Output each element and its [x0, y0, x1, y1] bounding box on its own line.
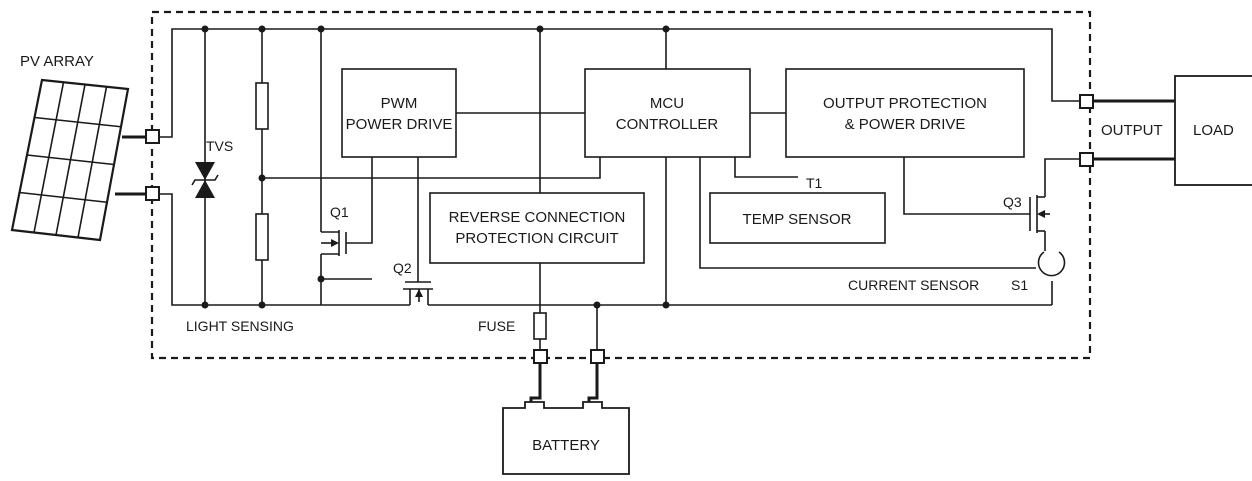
fuse-symbol	[533, 312, 547, 340]
q1-label: Q1	[330, 204, 349, 220]
current-sensor-label: CURRENT SENSOR	[848, 277, 979, 293]
light-sensing-label: LIGHT SENSING	[186, 318, 294, 334]
temp-sensor-label: TEMP SENSOR	[743, 211, 852, 228]
resistor-lower	[255, 213, 269, 261]
s1-label: S1	[1011, 277, 1028, 293]
tvs-label: TVS	[206, 138, 233, 154]
battery-positive-terminal	[533, 349, 548, 364]
output-negative-terminal	[1079, 152, 1094, 167]
pwm-label-line1: PWM	[381, 95, 418, 112]
output-label: OUTPUT	[1101, 122, 1163, 139]
q2-mosfet-symbol	[403, 281, 433, 305]
outprot-label-line2: & POWER DRIVE	[845, 116, 966, 133]
pv-array-label: PV ARRAY	[20, 53, 94, 70]
battery-label: BATTERY	[532, 437, 600, 454]
resistor-upper	[255, 82, 269, 130]
temp-sensor-block	[709, 192, 886, 244]
pwm-label-line2: POWER DRIVE	[346, 116, 453, 133]
mcu-label-line2: CONTROLLER	[616, 116, 719, 133]
output-protection-block	[785, 68, 1025, 158]
battery-body	[502, 401, 630, 475]
pv-positive-terminal	[145, 129, 160, 144]
t1-label: T1	[806, 175, 823, 191]
junction-dots	[201, 25, 670, 309]
output-positive-terminal	[1079, 94, 1094, 109]
outprot-label-line1: OUTPUT PROTECTION	[823, 95, 987, 112]
q3-mosfet-symbol	[1029, 195, 1050, 233]
fuse-label: FUSE	[478, 318, 515, 334]
q2-label: Q2	[393, 260, 412, 276]
mcu-label-line1: MCU	[650, 95, 684, 112]
reverse-label-line1: REVERSE CONNECTION	[449, 209, 626, 226]
q3-label: Q3	[1003, 194, 1022, 210]
pv-negative-terminal	[145, 186, 160, 201]
load-block	[1174, 75, 1252, 186]
controller-enclosure	[150, 10, 1092, 360]
q1-mosfet-symbol	[321, 230, 372, 280]
mcu-controller-block	[584, 68, 751, 158]
load-label: LOAD	[1193, 122, 1234, 139]
pwm-power-drive-block	[341, 68, 457, 158]
internal-wiring	[159, 28, 1080, 350]
tvs-diode-symbol	[191, 162, 219, 198]
reverse-protection-block	[429, 192, 645, 264]
battery-negative-terminal	[590, 349, 605, 364]
current-sensor-s1-symbol	[1037, 251, 1066, 277]
pv-array-panel-icon	[10, 78, 130, 242]
reverse-label-line2: PROTECTION CIRCUIT	[455, 230, 618, 247]
